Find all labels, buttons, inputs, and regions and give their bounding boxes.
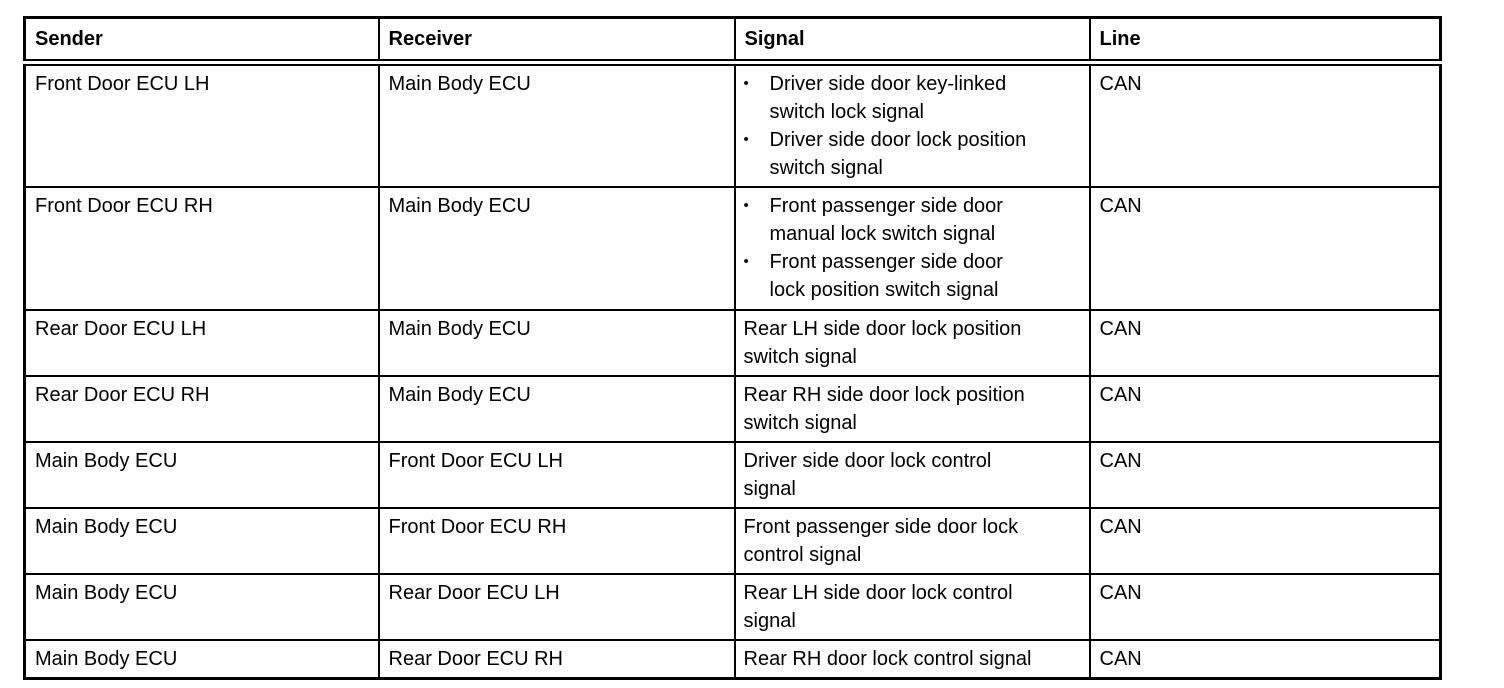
bullet-icon: •: [743, 253, 749, 270]
bullet-icon: •: [743, 131, 749, 148]
line-cell: CAN: [1088, 441, 1442, 509]
signal-cell: Rear LH side door lock position switch s…: [733, 309, 1091, 377]
table-header-row: Sender Receiver Signal Line: [23, 16, 1442, 66]
table-row: Rear Door ECU RH Main Body ECU Rear RH s…: [23, 375, 1442, 443]
signal-cell: Driver side door lock control signal: [733, 441, 1091, 509]
line-cell: CAN: [1088, 639, 1442, 680]
receiver-cell: Main Body ECU: [377, 309, 736, 377]
sender-cell: Rear Door ECU LH: [23, 309, 380, 377]
receiver-cell: Main Body ECU: [377, 375, 736, 443]
receiver-cell: Main Body ECU: [377, 61, 736, 188]
receiver-cell: Main Body ECU: [377, 186, 736, 311]
sender-cell: Front Door ECU RH: [23, 186, 380, 311]
sender-cell: Main Body ECU: [23, 639, 380, 680]
signal-cell: Front passenger side door lock control s…: [733, 507, 1091, 575]
signal-text: Rear RH door lock control signal: [743, 648, 1032, 670]
bullet-icon: •: [743, 75, 749, 92]
sender-cell: Main Body ECU: [23, 507, 380, 575]
sender-cell: Main Body ECU: [23, 441, 380, 509]
signal-text: Front passenger side door manual lock sw…: [769, 195, 1003, 245]
receiver-cell: Rear Door ECU LH: [377, 573, 736, 641]
signal-text: Rear LH side door lock control signal: [743, 582, 1013, 632]
signal-text: Front passenger side door lock control s…: [743, 516, 1019, 566]
bullet-icon: •: [743, 197, 749, 214]
table-row: Rear Door ECU LH Main Body ECU Rear LH s…: [23, 309, 1442, 377]
signal-cell: Rear RH side door lock position switch s…: [733, 375, 1091, 443]
header-cell-sender: Sender: [23, 16, 380, 66]
table-row: Main Body ECU Rear Door ECU LH Rear LH s…: [23, 573, 1442, 641]
line-cell: CAN: [1088, 186, 1442, 311]
receiver-cell: Rear Door ECU RH: [377, 639, 736, 680]
signal-text: Driver side door lock control signal: [743, 450, 992, 500]
signal-text: Driver side door key-linked switch lock …: [769, 73, 1007, 123]
line-cell: CAN: [1088, 573, 1442, 641]
table-row: Main Body ECU Front Door ECU LH Driver s…: [23, 441, 1442, 509]
signal-cell: Rear LH side door lock control signal: [733, 573, 1091, 641]
header-cell-signal: Signal: [733, 16, 1091, 66]
table-row: Front Door ECU RH Main Body ECU • Front …: [23, 186, 1442, 311]
header-cell-line: Line: [1088, 16, 1442, 66]
table-row: Front Door ECU LH Main Body ECU • Driver…: [23, 61, 1442, 188]
can-signal-table: Sender Receiver Signal Line Front Door E…: [23, 16, 1442, 680]
receiver-cell: Front Door ECU RH: [377, 507, 736, 575]
signal-bullet-item: • Driver side door key-linked switch loc…: [744, 70, 1080, 126]
line-cell: CAN: [1088, 507, 1442, 575]
signal-cell: • Front passenger side door manual lock …: [733, 186, 1091, 311]
sender-cell: Rear Door ECU RH: [23, 375, 380, 443]
signal-text: Driver side door lock position switch si…: [769, 129, 1027, 179]
signal-bullet-item: • Driver side door lock position switch …: [744, 126, 1080, 182]
signal-cell: Rear RH door lock control signal: [733, 639, 1091, 680]
signal-text: Rear LH side door lock position switch s…: [743, 318, 1022, 368]
signal-text: Front passenger side door lock position …: [769, 251, 1003, 301]
sender-cell: Front Door ECU LH: [23, 61, 380, 188]
signal-bullet-item: • Front passenger side door manual lock …: [744, 192, 1080, 248]
header-cell-receiver: Receiver: [377, 16, 736, 66]
line-cell: CAN: [1088, 61, 1442, 188]
sender-cell: Main Body ECU: [23, 573, 380, 641]
line-cell: CAN: [1088, 309, 1442, 377]
receiver-cell: Front Door ECU LH: [377, 441, 736, 509]
signal-text: Rear RH side door lock position switch s…: [743, 384, 1025, 434]
signal-cell: • Driver side door key-linked switch loc…: [733, 61, 1091, 188]
line-cell: CAN: [1088, 375, 1442, 443]
table-row: Main Body ECU Front Door ECU RH Front pa…: [23, 507, 1442, 575]
table-row: Main Body ECU Rear Door ECU RH Rear RH d…: [23, 639, 1442, 680]
signal-bullet-item: • Front passenger side door lock positio…: [744, 248, 1080, 304]
